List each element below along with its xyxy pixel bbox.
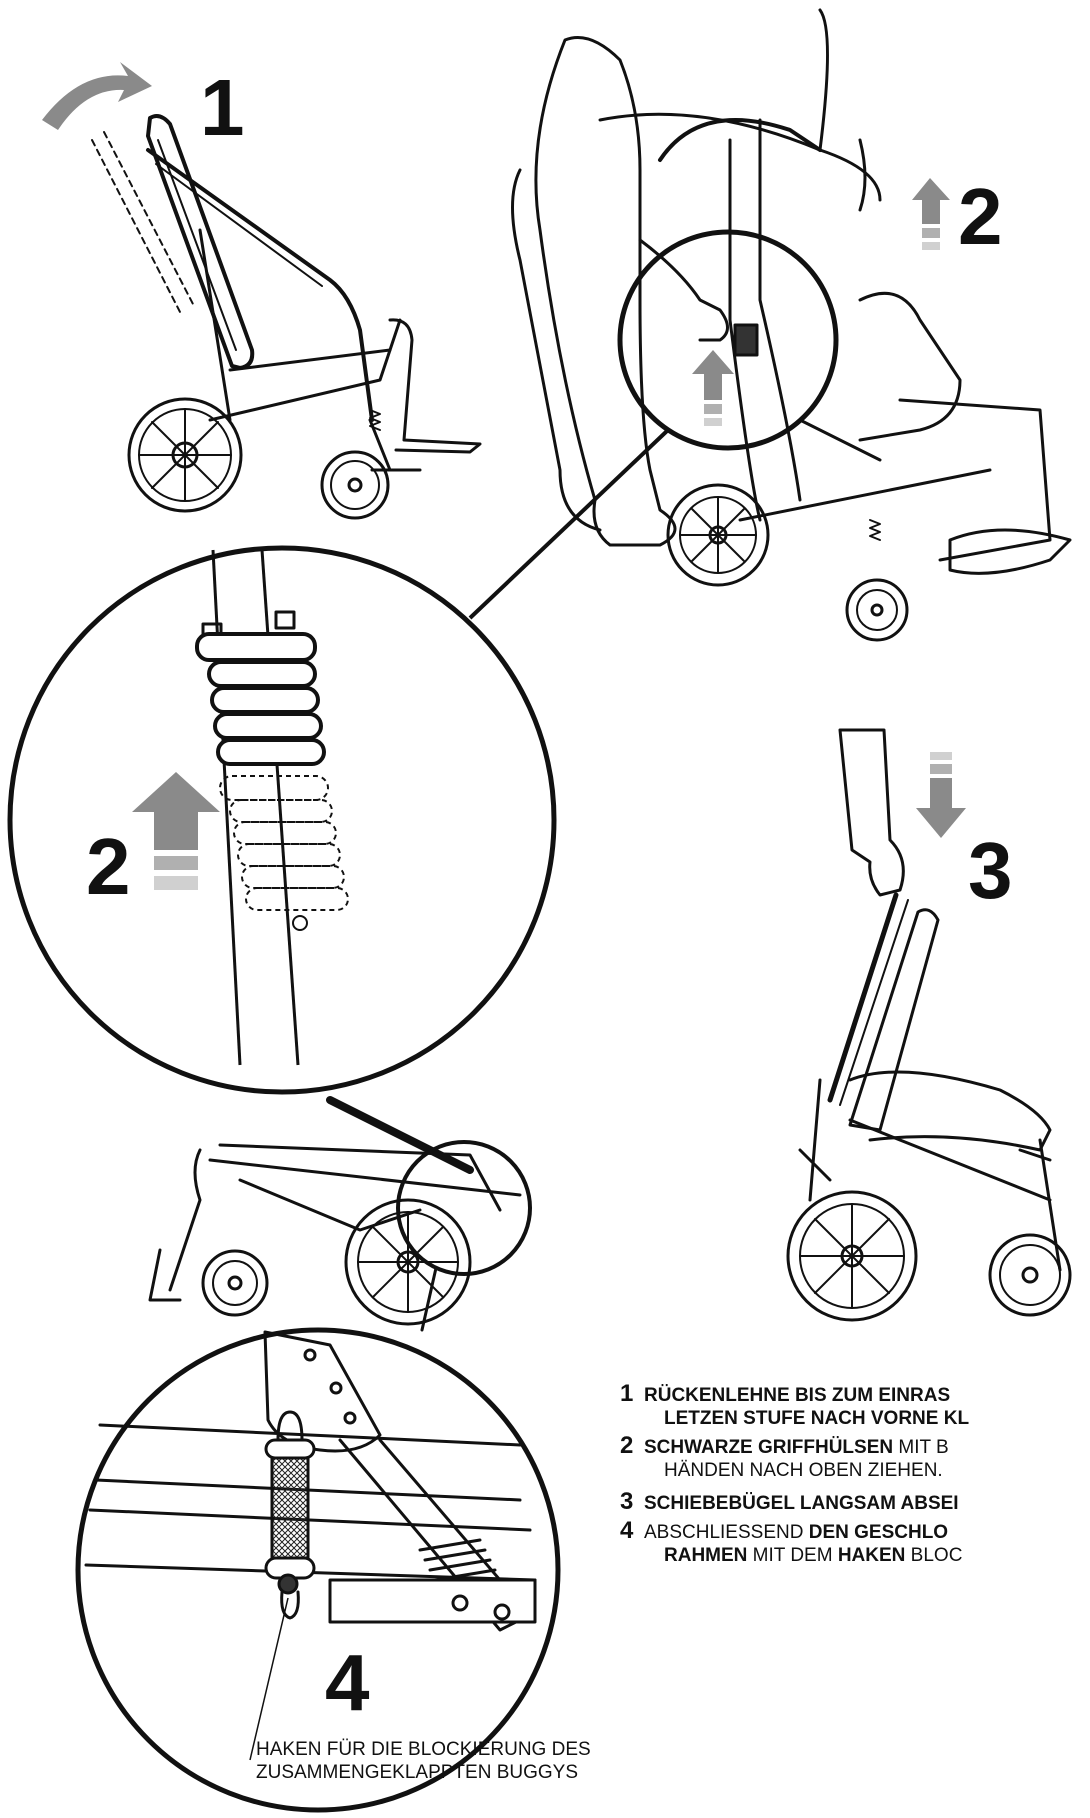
instruction-1-text-a: RÜCKENLEHNE BIS ZUM EINRAS [644,1385,951,1406]
step-3-number: 3 [968,826,1013,915]
instruction-4-text-f: BLOC [905,1545,963,1566]
instruction-3-number: 3 [620,1488,634,1515]
instruction-2-line-2: HÄNDEN NACH OBEN ZIEHEN. [644,1459,1090,1482]
hook-caption-line-2: ZUSAMMENGEKLAPPTEN BUGGYS [256,1762,579,1783]
instruction-4-line-2: RAHMEN MIT DEM HAKEN BLOC [644,1544,1090,1567]
instruction-4: 4 ABSCHLIESSEND DEN GESCHLO RAHMEN MIT D… [620,1517,1090,1567]
grip-sleeve-detail [7,545,557,1095]
detail-zoom-circle-small [617,229,839,451]
instruction-3: 3 SCHIEBEBÜGEL LANGSAM ABSEI [620,1488,1090,1515]
step2-person-illustration [511,8,1072,642]
instruction-2-text-c: HÄNDEN NACH OBEN ZIEHEN. [664,1460,943,1481]
instructions-list: 1 RÜCKENLEHNE BIS ZUM EINRAS LETZEN STUF… [620,1384,1090,1573]
hook-caption: HAKEN FÜR DIE BLOCKIERUNG DES ZUSAMMENGE… [256,1738,591,1784]
hook-caption-line-1: HAKEN FÜR DIE BLOCKIERUNG DES [256,1739,591,1760]
lift-up-arrow-icon [912,178,950,250]
instruction-4-line-1: ABSCHLIESSEND DEN GESCHLO [644,1521,1090,1544]
instruction-4-number: 4 [620,1517,634,1544]
instruction-1-line-2: LETZEN STUFE NACH VORNE KL [644,1407,1090,1430]
instruction-4-text-e: HAKEN [837,1545,906,1566]
instruction-3-line-1: SCHIEBEBÜGEL LANGSAM ABSEI [644,1492,1090,1515]
instruction-2-line-1: SCHWARZE GRIFFHÜLSEN MIT B [644,1436,1090,1459]
instruction-1-line-1: RÜCKENLEHNE BIS ZUM EINRAS [644,1384,1090,1407]
step-1-number: 1 [200,63,245,152]
instruction-1: 1 RÜCKENLEHNE BIS ZUM EINRAS LETZEN STUF… [620,1384,1090,1430]
instruction-4-text-d: MIT DEM [747,1545,838,1566]
hook-detail-circle [75,1327,561,1813]
step1-buggy-illustration [42,62,482,520]
instruction-4-text-a: ABSCHLIESSEND [644,1522,809,1543]
instruction-3-text-a: SCHIEBEBÜGEL LANGSAM ABSEI [644,1493,959,1514]
instruction-2-text-b: MIT B [893,1437,949,1458]
step-2-zoom-number: 2 [86,822,131,911]
sleeve-up-arrow-icon [132,772,220,890]
instruction-4-text-b: DEN GESCHLO [808,1522,949,1543]
step-2-number: 2 [958,172,1003,261]
step3-lowering-illustration [786,728,1072,1322]
instruction-2: 2 SCHWARZE GRIFFHÜLSEN MIT B HÄNDEN NACH… [620,1432,1090,1482]
lift-up-arrow-small-icon [692,350,734,426]
fold-forward-arrow-icon [42,62,152,130]
step4-folded-buggy-illustration [75,1096,561,1813]
instruction-1-text-b: LETZEN STUFE NACH VORNE KL [664,1408,970,1429]
instruction-1-number: 1 [620,1384,634,1407]
instruction-2-number: 2 [620,1432,634,1459]
caption-leader-line [249,1597,289,1761]
step-4-number: 4 [325,1638,370,1727]
instruction-2-text-a: SCHWARZE GRIFFHÜLSEN [644,1437,894,1458]
instruction-4-text-c: RAHMEN [664,1545,748,1566]
lower-down-arrow-icon [916,752,966,838]
hook-zoom-circle-small [396,1140,532,1276]
